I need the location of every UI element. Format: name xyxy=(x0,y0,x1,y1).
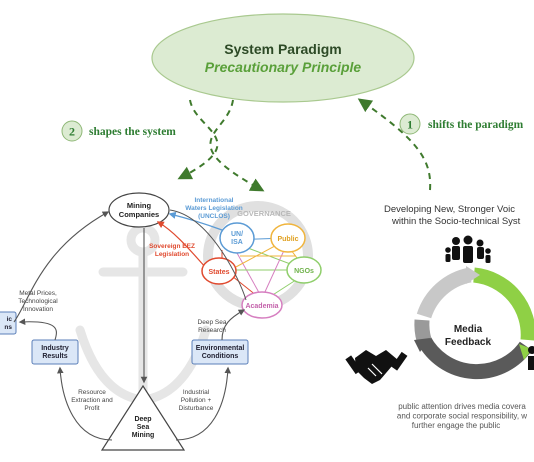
public-node: Public xyxy=(270,223,306,253)
system-paradigm-node: System Paradigm Precautionary Principle xyxy=(151,13,415,103)
paradigm-title: System Paradigm xyxy=(224,41,342,57)
step-1-badge: 1 shifts the paradigm xyxy=(399,113,524,135)
arrow-shifts-paradigm xyxy=(357,98,432,191)
svg-text:States: States xyxy=(208,269,229,276)
svg-text:NGOs: NGOs xyxy=(294,268,314,275)
arrow-industry-to-economic xyxy=(18,318,57,341)
governance-label: GOVERNANCE xyxy=(237,209,291,218)
news-person-icon-partial xyxy=(528,346,534,370)
arrow-economic-to-companies xyxy=(13,211,110,323)
sovereign-eez-arrow xyxy=(156,221,207,269)
media-feedback-cycle xyxy=(414,266,534,380)
un-isa-node: UN/ISA xyxy=(219,222,255,254)
paradigm-subtitle: Precautionary Principle xyxy=(205,59,362,75)
step-2-badge: 2 shapes the system xyxy=(61,120,176,142)
arrow-env-to-academia xyxy=(221,309,246,341)
svg-text:Public: Public xyxy=(277,236,298,243)
step-2-label: shapes the system xyxy=(89,126,176,138)
states-node: States xyxy=(201,257,237,285)
arrow-mining-to-env xyxy=(175,366,232,441)
family-icon xyxy=(445,235,491,263)
arrow-academia-to-companies xyxy=(169,209,247,301)
ngos-node: NGOs xyxy=(286,256,322,284)
handshake-icon xyxy=(345,350,408,384)
system-flow-arrows xyxy=(13,211,246,441)
svg-text:UN/ISA: UN/ISA xyxy=(231,231,243,246)
arrow-shapes-left xyxy=(177,99,219,180)
svg-text:Academia: Academia xyxy=(245,303,278,310)
arrow-mining-to-industry xyxy=(57,366,113,441)
svg-text:1: 1 xyxy=(407,118,413,132)
arrow-shapes-right xyxy=(209,99,265,192)
paradigm-arrows xyxy=(177,98,432,192)
svg-text:2: 2 xyxy=(69,125,75,139)
step-1-label: shifts the paradigm xyxy=(428,119,524,131)
academia-node: Academia xyxy=(241,291,283,319)
